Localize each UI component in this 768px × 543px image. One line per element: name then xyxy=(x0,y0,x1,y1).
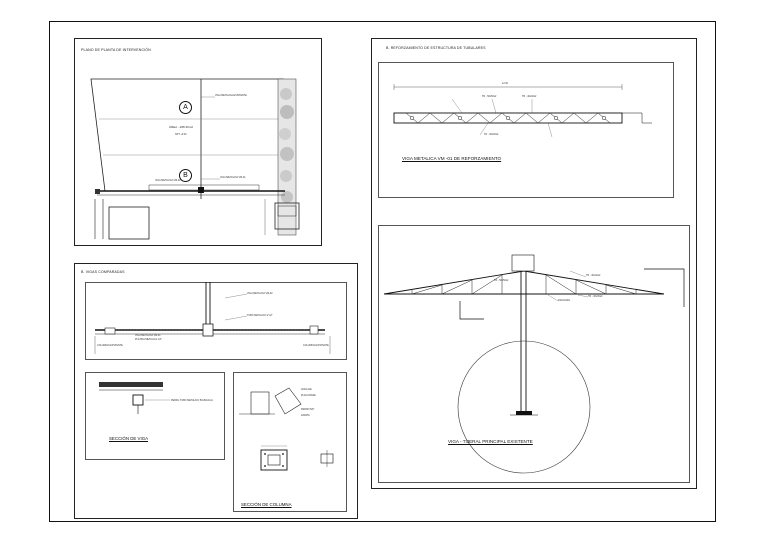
principal-note-top: TR - 50x50x2 xyxy=(494,279,509,282)
beam-section-note: PERFIL TUBO METALICO 50x50x2mm xyxy=(171,399,213,402)
column-note-4: ZAPATA xyxy=(301,414,310,417)
truss-note-1: TR - 50x50x2 xyxy=(482,95,497,98)
beam-section-box xyxy=(85,372,225,460)
plan-note-bottom: VIGA METALICA VM-01 xyxy=(220,176,246,179)
plan-title: PLANO DE PLANTA DE INTERVENCIÓN xyxy=(81,48,151,52)
vigas-note-right-top: VIGA METALICA VM-02 xyxy=(247,292,273,295)
refuerzo-title: B. REFORZAMIENTO DE ESTRUCTURA DE TUBULA… xyxy=(386,46,486,50)
principal-note-mid: DIAGONAL xyxy=(558,299,571,302)
zone-a-marker: A xyxy=(179,101,192,114)
refuerzo-panel: B. REFORZAMIENTO DE ESTRUCTURA DE TUBULA… xyxy=(371,38,697,489)
plan-drawing xyxy=(90,78,300,240)
truss-vm01-box xyxy=(378,62,674,198)
vigas-panel: B. VIGAS COMPARADAS VIGA METALICA VM-01 … xyxy=(74,263,358,519)
plan-note-top: VIGA METALICA EXISTENTE xyxy=(215,94,247,97)
beam-section-drawing xyxy=(99,382,170,414)
plan-area-note: NPT +3.00 xyxy=(175,133,187,136)
principal-truss-drawing xyxy=(383,254,685,474)
column-note-2: PLACA BASE xyxy=(301,394,316,397)
principal-truss-caption: VIGA - TIJERAL PRINCIPAL EXISTENTE xyxy=(448,439,533,444)
principal-truss-box xyxy=(378,225,690,483)
plan-panel: PLANO DE PLANTA DE INTERVENCIÓN A B ÁR xyxy=(74,38,322,246)
truss-note-2: TR - 40x40x2 xyxy=(522,95,537,98)
vigas-title: B. VIGAS COMPARADAS xyxy=(81,270,125,274)
column-note-1: ANCLAJE xyxy=(301,388,312,391)
beam-comparison-box xyxy=(85,282,347,360)
zone-b-marker: B xyxy=(179,169,192,182)
column-section-drawing xyxy=(239,387,334,471)
plan-note-walkway: VIGA METALICA VM-02 xyxy=(155,179,181,182)
sheet-frame xyxy=(49,21,716,522)
vigas-note-right-bottom: TUBO METALICO 2"x2" xyxy=(247,314,273,317)
column-section-caption: SECCIÓN DE COLUMNA xyxy=(241,502,292,507)
vigas-note-col-left: COLUMNA EXISTENTE xyxy=(97,344,123,347)
vigas-note-left-bottom: PLATINA METALICA 1/4" xyxy=(135,338,162,341)
beam-comparison-drawing xyxy=(94,282,331,354)
vigas-note-left-top: VIGA METALICA VM-01 xyxy=(135,334,161,337)
principal-note-side: TR - 40x40x2 xyxy=(586,274,601,277)
truss-vm01-caption: VIGA METALICA VM -01 DE REFORZAMIENTO xyxy=(402,156,502,161)
vigas-note-col-right: COLUMNA EXISTENTE xyxy=(303,344,329,347)
column-section-box xyxy=(233,372,347,512)
plan-area-label: ÁREA - 288.30m2 xyxy=(169,125,194,129)
beam-section-caption: SECCIÓN DE VIGA xyxy=(109,436,149,441)
truss-dim-top: 12.00 xyxy=(502,82,508,85)
principal-note-low: TR - 30x30x2 xyxy=(588,295,603,298)
truss-note-3: TR - 30x30x2 xyxy=(484,133,499,136)
truss-vm01-drawing xyxy=(393,84,652,138)
column-note-3: PERNO 5/8" xyxy=(301,408,315,411)
